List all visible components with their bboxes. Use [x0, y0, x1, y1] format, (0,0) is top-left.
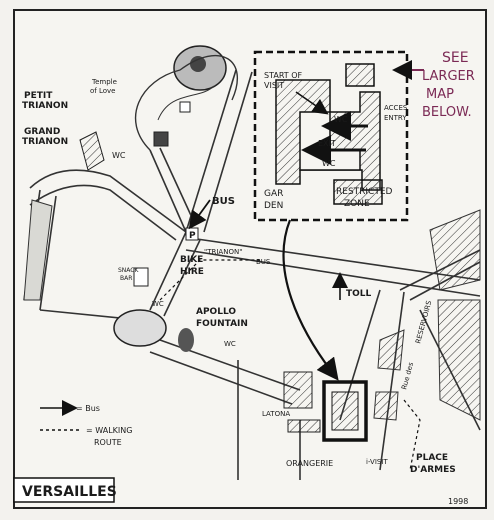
inset-wc-upper: WC	[334, 115, 348, 124]
snack-bar-building	[133, 267, 149, 287]
wc-label-3: WC	[224, 340, 236, 348]
bus-road-label: BUS	[256, 258, 271, 266]
inset-to-palace-arrow	[282, 219, 339, 381]
wc-label-2: WC	[152, 300, 164, 308]
wc-label-1: WC	[112, 151, 126, 160]
inset-start-label-2: VISIT	[264, 81, 284, 90]
visit-label: i-VISIT	[366, 458, 388, 466]
petit-trianon-garden	[134, 45, 238, 151]
toll-label: TOLL	[346, 289, 372, 299]
petit-trianon-label-2: TRIANON	[22, 101, 68, 111]
bike-hire-label-1: BIKE	[180, 255, 203, 265]
grand-canal	[23, 199, 53, 301]
title-box	[13, 477, 115, 503]
inset-restricted-1: RESTRICTED	[336, 187, 393, 197]
map-year: 1998	[448, 497, 468, 506]
palace-box	[322, 380, 368, 442]
inset-garden-2: DEN	[264, 201, 283, 211]
apollo-fountain-basin	[113, 309, 167, 347]
inset-start-label-1: START OF	[264, 71, 303, 80]
snack-bar-label-2: BAR	[120, 275, 132, 282]
grand-trianon-label-1: GRAND	[24, 127, 60, 137]
place-label-1: PLACE	[416, 453, 448, 463]
map-title: VERSAILLES	[22, 484, 117, 500]
legend-bus-label: = Bus	[76, 404, 100, 413]
temple-label-1: Temple	[91, 78, 117, 86]
bike-hire-label-2: HIRE	[180, 267, 204, 277]
petit-trianon-building	[153, 131, 169, 147]
legend-walking-label-2: ROUTE	[94, 438, 122, 447]
temple-label-2: of Love	[90, 87, 115, 95]
grand-trianon-label-2: TRIANON	[22, 137, 68, 147]
legend-walking-label-1: = WALKING	[86, 426, 132, 435]
orangerie-label: ORANGERIE	[286, 459, 333, 468]
town-blocks	[373, 209, 481, 421]
apollo-fountain-statue	[178, 328, 194, 352]
latona-parterre	[283, 371, 313, 409]
snack-bar-label-1: SNACK	[118, 267, 139, 274]
grand-trianon-building	[79, 131, 105, 171]
note-line-4: BELOW.	[422, 105, 472, 120]
parking-label: P	[189, 231, 196, 241]
inset-restricted-2: ZONE	[344, 199, 370, 209]
note-line-3: MAP	[426, 87, 454, 102]
inset-start-arrow	[295, 91, 329, 115]
palace-building	[331, 391, 359, 431]
inset-entry-label-2: ENTRY	[384, 114, 407, 122]
latona-label: LATONA	[262, 410, 290, 418]
bus-top-label: BUS	[212, 196, 235, 207]
orangerie-block	[287, 419, 321, 433]
place-label-2: D'ARMES	[410, 465, 456, 475]
walking-route-2	[159, 259, 260, 301]
bus-route-arrow	[188, 199, 211, 230]
temple-of-love	[179, 101, 191, 113]
inset-entry-label-1: ACCES	[384, 104, 408, 112]
note-line-1: SEE	[442, 50, 469, 66]
inset-wc-lower: WC	[322, 159, 336, 168]
inset-exit-label: EXIT	[318, 139, 336, 148]
trianon-road-label: "TRIANON"	[204, 248, 242, 256]
apollo-label-2: FOUNTAIN	[196, 319, 248, 329]
note-line-2: LARGER	[422, 69, 475, 84]
legend	[40, 400, 80, 431]
apollo-label-1: APOLLO	[196, 307, 236, 317]
petit-trianon-label-1: PETIT	[24, 91, 53, 101]
map-frame	[13, 9, 487, 509]
inset-garden-1: GAR	[264, 189, 283, 199]
walking-route	[403, 399, 421, 471]
